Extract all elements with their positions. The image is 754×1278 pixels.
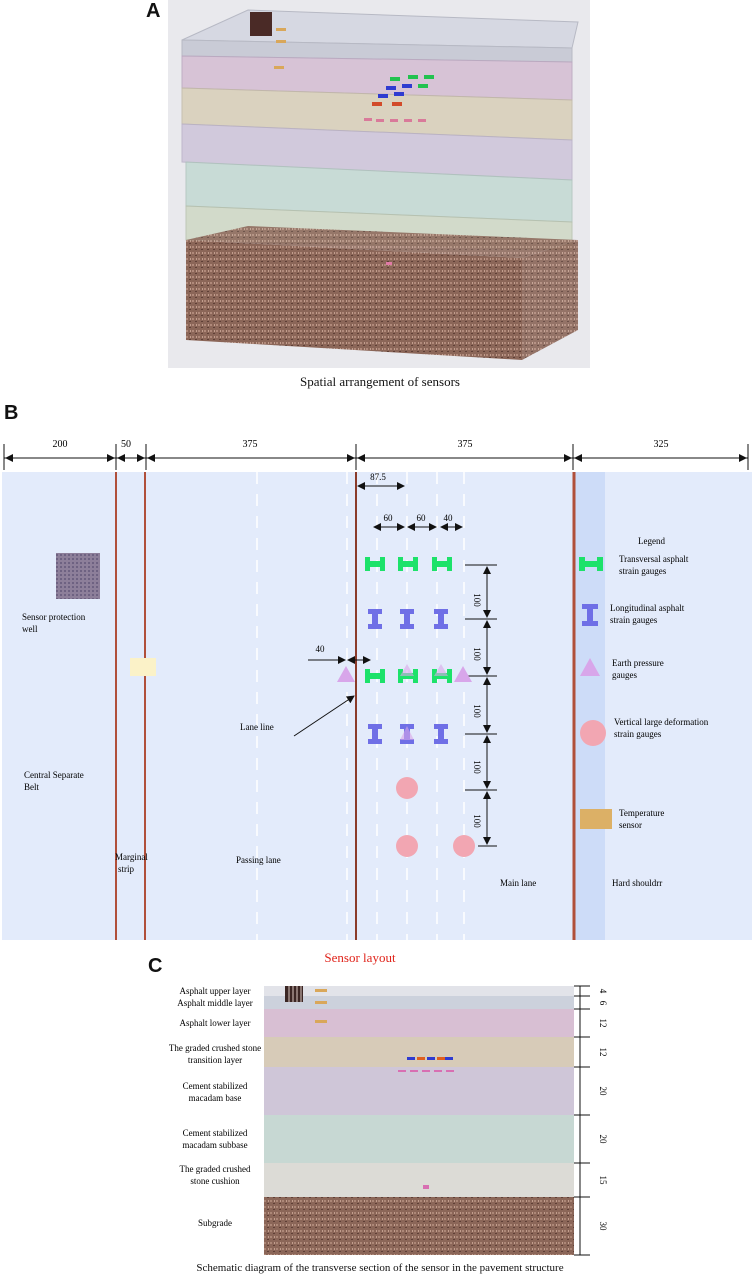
thickness-chain xyxy=(574,985,590,1256)
temperature-sensor-icon xyxy=(580,809,612,829)
panel-c-letter: C xyxy=(148,955,163,977)
layer-asphalt-upper xyxy=(264,986,574,996)
legend-title: Legend xyxy=(638,536,665,546)
vertical-dimension-chain xyxy=(465,564,497,847)
spacing-gap3-label: 40 xyxy=(444,513,454,523)
legend-item-2-line1: Longitudinal asphalt xyxy=(610,603,685,613)
label-marginal-line1: Marginal xyxy=(115,852,148,862)
thickness-subbase: 20 xyxy=(598,1135,608,1145)
spacing-offset-label: 87.5 xyxy=(370,472,386,482)
layer-asphalt-middle xyxy=(264,996,574,1009)
layer-asphalt-lower xyxy=(264,1009,574,1037)
layer-label-lower: Asphalt lower layer xyxy=(180,1018,251,1028)
legend-item-1-line1: Transversal asphalt xyxy=(619,554,689,564)
thickness-upper: 4 xyxy=(598,989,608,994)
thickness-transition: 12 xyxy=(598,1048,608,1057)
layer-label-subbase-line1: Cement stabilized xyxy=(183,1128,248,1138)
thickness-cushion: 15 xyxy=(598,1176,608,1186)
panel-c-caption: Schematic diagram of the transverse sect… xyxy=(196,1262,564,1274)
layer-label-cushion-line2: stone cushion xyxy=(190,1176,240,1186)
sensor-3d-model xyxy=(168,0,590,368)
longitudinal-strain-gauge-icon xyxy=(582,604,598,626)
layer-subgrade xyxy=(264,1197,574,1255)
panel-b-letter: B xyxy=(4,402,19,424)
legend-item-3-line1: Earth pressure xyxy=(612,658,664,668)
thickness-middle: 6 xyxy=(598,1001,608,1006)
label-central-belt-line1: Central Separate xyxy=(24,770,84,780)
sensor-markers-3d xyxy=(250,12,434,265)
label-lane-line: Lane line xyxy=(240,722,274,732)
label-passing-lane: Passing lane xyxy=(236,855,281,865)
spacing-dimensions xyxy=(308,482,463,664)
label-marginal-line2: strip xyxy=(118,864,135,874)
legend-item-2-line2: strain gauges xyxy=(610,615,658,625)
panel-a-caption: Spatial arrangement of sensors xyxy=(300,374,460,389)
thickness-subgrade: 30 xyxy=(598,1222,608,1232)
subgrade-block-3d xyxy=(186,226,578,360)
edge-lines xyxy=(115,472,576,940)
layer-transition xyxy=(264,1037,574,1067)
temperature-sensor-icon xyxy=(130,658,156,676)
layer-label-base-line2: macadam base xyxy=(189,1093,242,1103)
panel-b-caption: Sensor layout xyxy=(324,950,396,965)
legend-item-5-line1: Temperature xyxy=(619,808,664,818)
section-sensor-markers xyxy=(285,986,454,1189)
vdim-4: 100 xyxy=(472,760,482,774)
pavement-cross-section: Asphalt upper layer Asphalt middle layer… xyxy=(169,985,608,1256)
layer-cement-subbase xyxy=(264,1115,574,1163)
pavement-layers-3d xyxy=(181,9,579,251)
shoulder-strip xyxy=(575,472,605,940)
dim-central-belt: 200 xyxy=(53,439,68,450)
label-sensor-well-line1: Sensor protection xyxy=(22,612,86,622)
thickness-lower: 12 xyxy=(598,1019,608,1028)
top-dimension-line xyxy=(3,444,749,470)
vdim-1: 100 xyxy=(472,593,482,607)
layer-label-middle: Asphalt middle layer xyxy=(177,998,252,1008)
legend: Legend Transversal asphalt strain gauges… xyxy=(579,536,709,830)
vdim-5: 100 xyxy=(472,814,482,828)
earth-pressure-gauge-icon xyxy=(580,658,600,676)
label-central-belt-line2: Belt xyxy=(24,782,39,792)
legend-item-1-line2: strain gauges xyxy=(619,566,667,576)
thickness-base: 20 xyxy=(598,1087,608,1097)
legend-item-4-line1: Vertical large deformation xyxy=(614,717,709,727)
vertical-deformation-gauges xyxy=(396,777,475,857)
layer-label-cushion-line1: The graded crushed xyxy=(180,1164,251,1174)
spacing-gap2-label: 60 xyxy=(417,513,427,523)
legend-item-5-line2: sensor xyxy=(619,820,642,830)
legend-item-4-line2: strain gauges xyxy=(614,729,662,739)
label-sensor-well-line2: well xyxy=(22,624,38,634)
dim-marginal-strip: 50 xyxy=(121,439,131,450)
layer-label-base-line1: Cement stabilized xyxy=(183,1081,248,1091)
label-main-lane: Main lane xyxy=(500,878,536,888)
dashed-lane-lines xyxy=(256,472,465,940)
spacing-side-label: 40 xyxy=(316,644,326,654)
dim-passing-lane: 375 xyxy=(243,439,258,450)
panel-a-letter: A xyxy=(146,0,161,22)
lane-line-pointer xyxy=(293,695,355,737)
dim-main-lane: 375 xyxy=(458,439,473,450)
layer-label-transition-line2: transition layer xyxy=(188,1055,242,1065)
sensor-layout-plan: 200 50 375 375 325 Sensor protection wel… xyxy=(2,439,752,940)
layer-label-subgrade: Subgrade xyxy=(198,1218,232,1228)
transversal-strain-gauge-icon xyxy=(579,557,603,571)
layer-label-transition-line1: The graded crushed stone xyxy=(169,1043,261,1053)
layer-label-upper: Asphalt upper layer xyxy=(180,986,251,996)
layer-cement-base xyxy=(264,1067,574,1115)
label-hard-shoulder: Hard shouldrr xyxy=(612,878,662,888)
vdim-2: 100 xyxy=(472,647,482,661)
dim-hard-shoulder: 325 xyxy=(654,439,669,450)
vdim-3: 100 xyxy=(472,704,482,718)
legend-item-3-line2: gauges xyxy=(612,670,637,680)
layer-cushion xyxy=(264,1163,574,1197)
sensor-protection-well-icon xyxy=(56,553,100,599)
sensor-well-icon xyxy=(250,12,272,36)
earth-pressure-gauges xyxy=(337,664,472,740)
spacing-gap1-label: 60 xyxy=(384,513,394,523)
layer-label-subbase-line2: macadam subbase xyxy=(182,1140,247,1150)
vertical-deformation-gauge-icon xyxy=(580,720,606,746)
